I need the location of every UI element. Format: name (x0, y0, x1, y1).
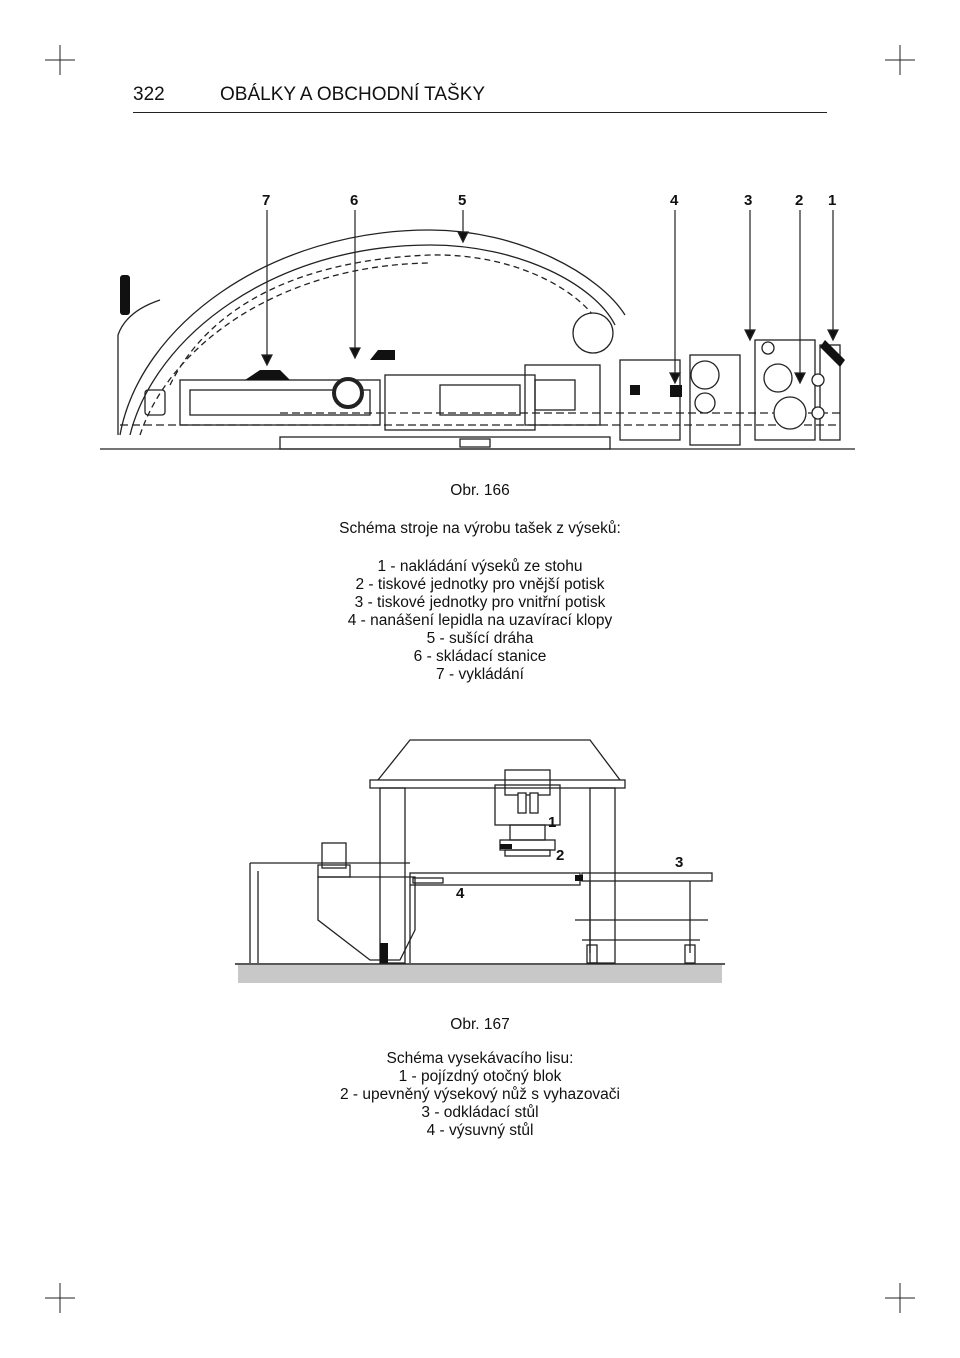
fig166-callout-7: 7 (262, 192, 270, 209)
figure-166-caption: Obr. 166 Schéma stroje na výrobu tašek z… (0, 482, 960, 684)
page-number: 322 (133, 84, 165, 105)
fig167-callout-2: 2 (556, 847, 564, 864)
chapter-title: OBÁLKY A OBCHODNÍ TAŠKY (220, 84, 486, 105)
fig166-callout-4: 4 (670, 192, 679, 209)
fig166-callout-5: 5 (458, 192, 466, 209)
figure-167-legend: 1 - pojízdný otočný blok 2 - upevněný vý… (0, 1068, 960, 1140)
figure-166-diagram: 7 6 5 4 3 2 1 (100, 192, 855, 450)
fig166-callout-2: 2 (795, 192, 803, 209)
legend-item: 1 - pojízdný otočný blok (398, 1068, 562, 1085)
figure-166-legend: 1 - nakládání výseků ze stohu 2 - tiskov… (0, 558, 960, 684)
legend-item: 4 - nanášení lepidla na uzavírací klopy (347, 612, 613, 629)
figure-166-title: Schéma stroje na výrobu tašek z výseků: (339, 520, 621, 537)
legend-item: 5 - sušící dráha (426, 630, 534, 647)
legend-item: 6 - skládací stanice (413, 648, 547, 665)
fig167-callout-4: 4 (456, 885, 465, 902)
figure-167-caption: Obr. 167 Schéma vysekávacího lisu: 1 - p… (0, 1016, 960, 1140)
fig167-callout-1: 1 (548, 814, 556, 831)
figure-166-number: Obr. 166 (450, 482, 510, 499)
legend-item: 1 - nakládání výseků ze stohu (377, 558, 583, 575)
fig166-callout-6: 6 (350, 192, 358, 209)
figure-167-title: Schéma vysekávacího lisu: (386, 1050, 574, 1067)
legend-item: 7 - vykládání (436, 666, 524, 683)
figure-167-number: Obr. 167 (450, 1016, 510, 1033)
legend-item: 3 - odkládací stůl (421, 1104, 539, 1121)
fig166-callout-3: 3 (744, 192, 752, 209)
legend-item: 2 - upevněný výsekový nůž s vyhazovači (340, 1086, 620, 1103)
legend-item: 3 - tiskové jednotky pro vnitřní potisk (354, 594, 606, 611)
fig167-callout-3: 3 (675, 854, 683, 871)
fig166-callout-1: 1 (828, 192, 836, 209)
legend-item: 4 - výsuvný stůl (426, 1122, 534, 1139)
figure-167-diagram: 1 2 3 4 (235, 739, 725, 983)
legend-item: 2 - tiskové jednotky pro vnější potisk (355, 576, 605, 593)
page-header: 322 OBÁLKY A OBCHODNÍ TAŠKY (133, 82, 827, 113)
